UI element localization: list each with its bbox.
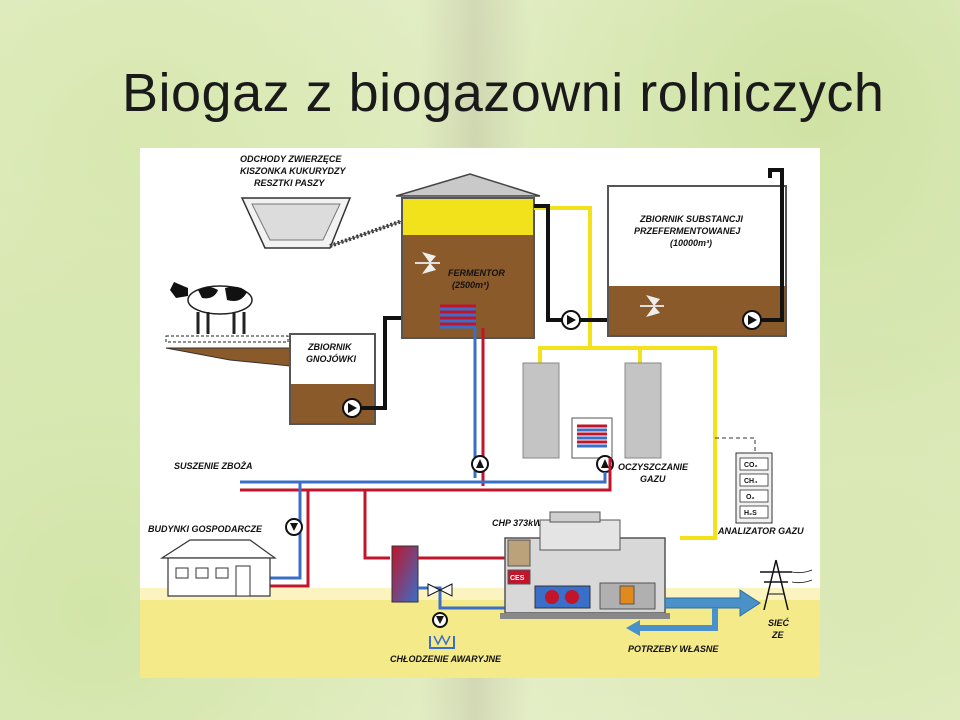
slurry-tank-label-1: ZBIORNIK (307, 342, 353, 352)
gas-cleaning-label-2: GAZU (640, 474, 666, 484)
buildings-supply-line (270, 482, 302, 580)
gas-cleaning-column-right (624, 362, 662, 459)
cow-icon (170, 282, 253, 334)
digestate-tank-label-3: (10000m³) (670, 238, 712, 248)
chp-heat-loop-red (363, 490, 390, 560)
slurry-tank-label-2: GNOJÓWKI (306, 353, 357, 364)
digestate-tank-label-2: PRZEFERMENTOWANEJ (634, 226, 741, 236)
grid-label-2: ZE (771, 630, 784, 640)
digestate-mixer-icon (640, 295, 664, 317)
biogas-plant-diagram: ODCHODY ZWIERZĘCE KISZONKA KUKURYDZY RES… (140, 148, 820, 678)
cooling-pump-icon (432, 612, 448, 628)
analyzer-signal-line (715, 437, 756, 453)
feed-label-1: ODCHODY ZWIERZĘCE (240, 154, 342, 164)
fermentor-mixer-icon (415, 252, 440, 274)
own-needs-arrow (626, 620, 640, 636)
own-needs-line (640, 608, 718, 631)
digestate-tank-label-1: ZBIORNIK SUBSTANCJI (639, 214, 743, 224)
drying-return-red (240, 458, 612, 492)
grid-label-1: SIEĆ (768, 617, 790, 628)
slurry-pump-icon (342, 398, 362, 418)
digestate-pump-icon (742, 310, 762, 330)
biogas-pipe-right (590, 346, 642, 363)
biogas-pipe-to-chp (590, 346, 717, 540)
fermentor-heat-coil-icon (440, 304, 476, 329)
fermentor-label-2: (2500m³) (452, 280, 489, 290)
gas-analyzer-label: ANALIZATOR GAZU (717, 526, 804, 536)
chp-label: CHP 373kWel (492, 518, 550, 528)
digestate-outlet-pipe (761, 168, 784, 322)
slurry-to-fermentor-pipe (361, 316, 402, 410)
gas-cleaning-column-left (522, 362, 560, 459)
gas-component-co2: CO₂ (744, 462, 758, 469)
fermentor-label-1: FERMENTOR (448, 268, 505, 278)
farm-building-icon (159, 539, 277, 597)
gas-heat-exchanger-icon (571, 417, 613, 459)
power-pylon-icon (760, 559, 813, 611)
gas-component-o2: O₂ (746, 494, 755, 501)
ground-band (140, 598, 820, 678)
power-to-grid-arrow (664, 589, 761, 617)
farm-buildings-label: BUDYNKI GOSPODARCZE (148, 524, 263, 534)
feed-hopper (240, 197, 406, 249)
feed-label-2: KISZONKA KUKURYDZY (240, 166, 347, 176)
drying-supply-blue (240, 472, 607, 484)
slide-title: Biogaz z biogazowni rolniczych (122, 63, 885, 123)
plate-heat-exchanger-icon (391, 545, 419, 603)
digestate-pipe-fermentor (534, 204, 562, 322)
grain-drying-label: SUSZENIE ZBOŻA (174, 461, 253, 471)
three-way-valve-icon (427, 583, 453, 597)
gas-analyzer-panel (735, 452, 773, 524)
fermentor-pump-icon (561, 310, 581, 330)
ces-logo: CES (510, 575, 525, 582)
buildings-pump-icon (285, 518, 303, 536)
chp-engine-unit (500, 511, 670, 619)
barn-slatted-floor (165, 335, 289, 343)
buildings-return-line (270, 490, 310, 588)
biogas-pipe-main (534, 206, 592, 363)
emergency-cooler-icon (429, 634, 455, 649)
feed-label-3: RESZTKI PASZY (254, 178, 325, 188)
emergency-cooling-label: CHŁODZENIE AWARYJNE (390, 654, 502, 664)
gas-component-h2s: H₂S (744, 510, 757, 517)
fermentor-circulation-pump-icon (471, 455, 489, 473)
gas-component-ch4: CH₄ (744, 478, 757, 485)
manure-chute (165, 347, 291, 367)
own-needs-label: POTRZEBY WŁASNE (628, 644, 719, 654)
gas-cleaning-label-1: OCZYSZCZANIE (618, 462, 689, 472)
